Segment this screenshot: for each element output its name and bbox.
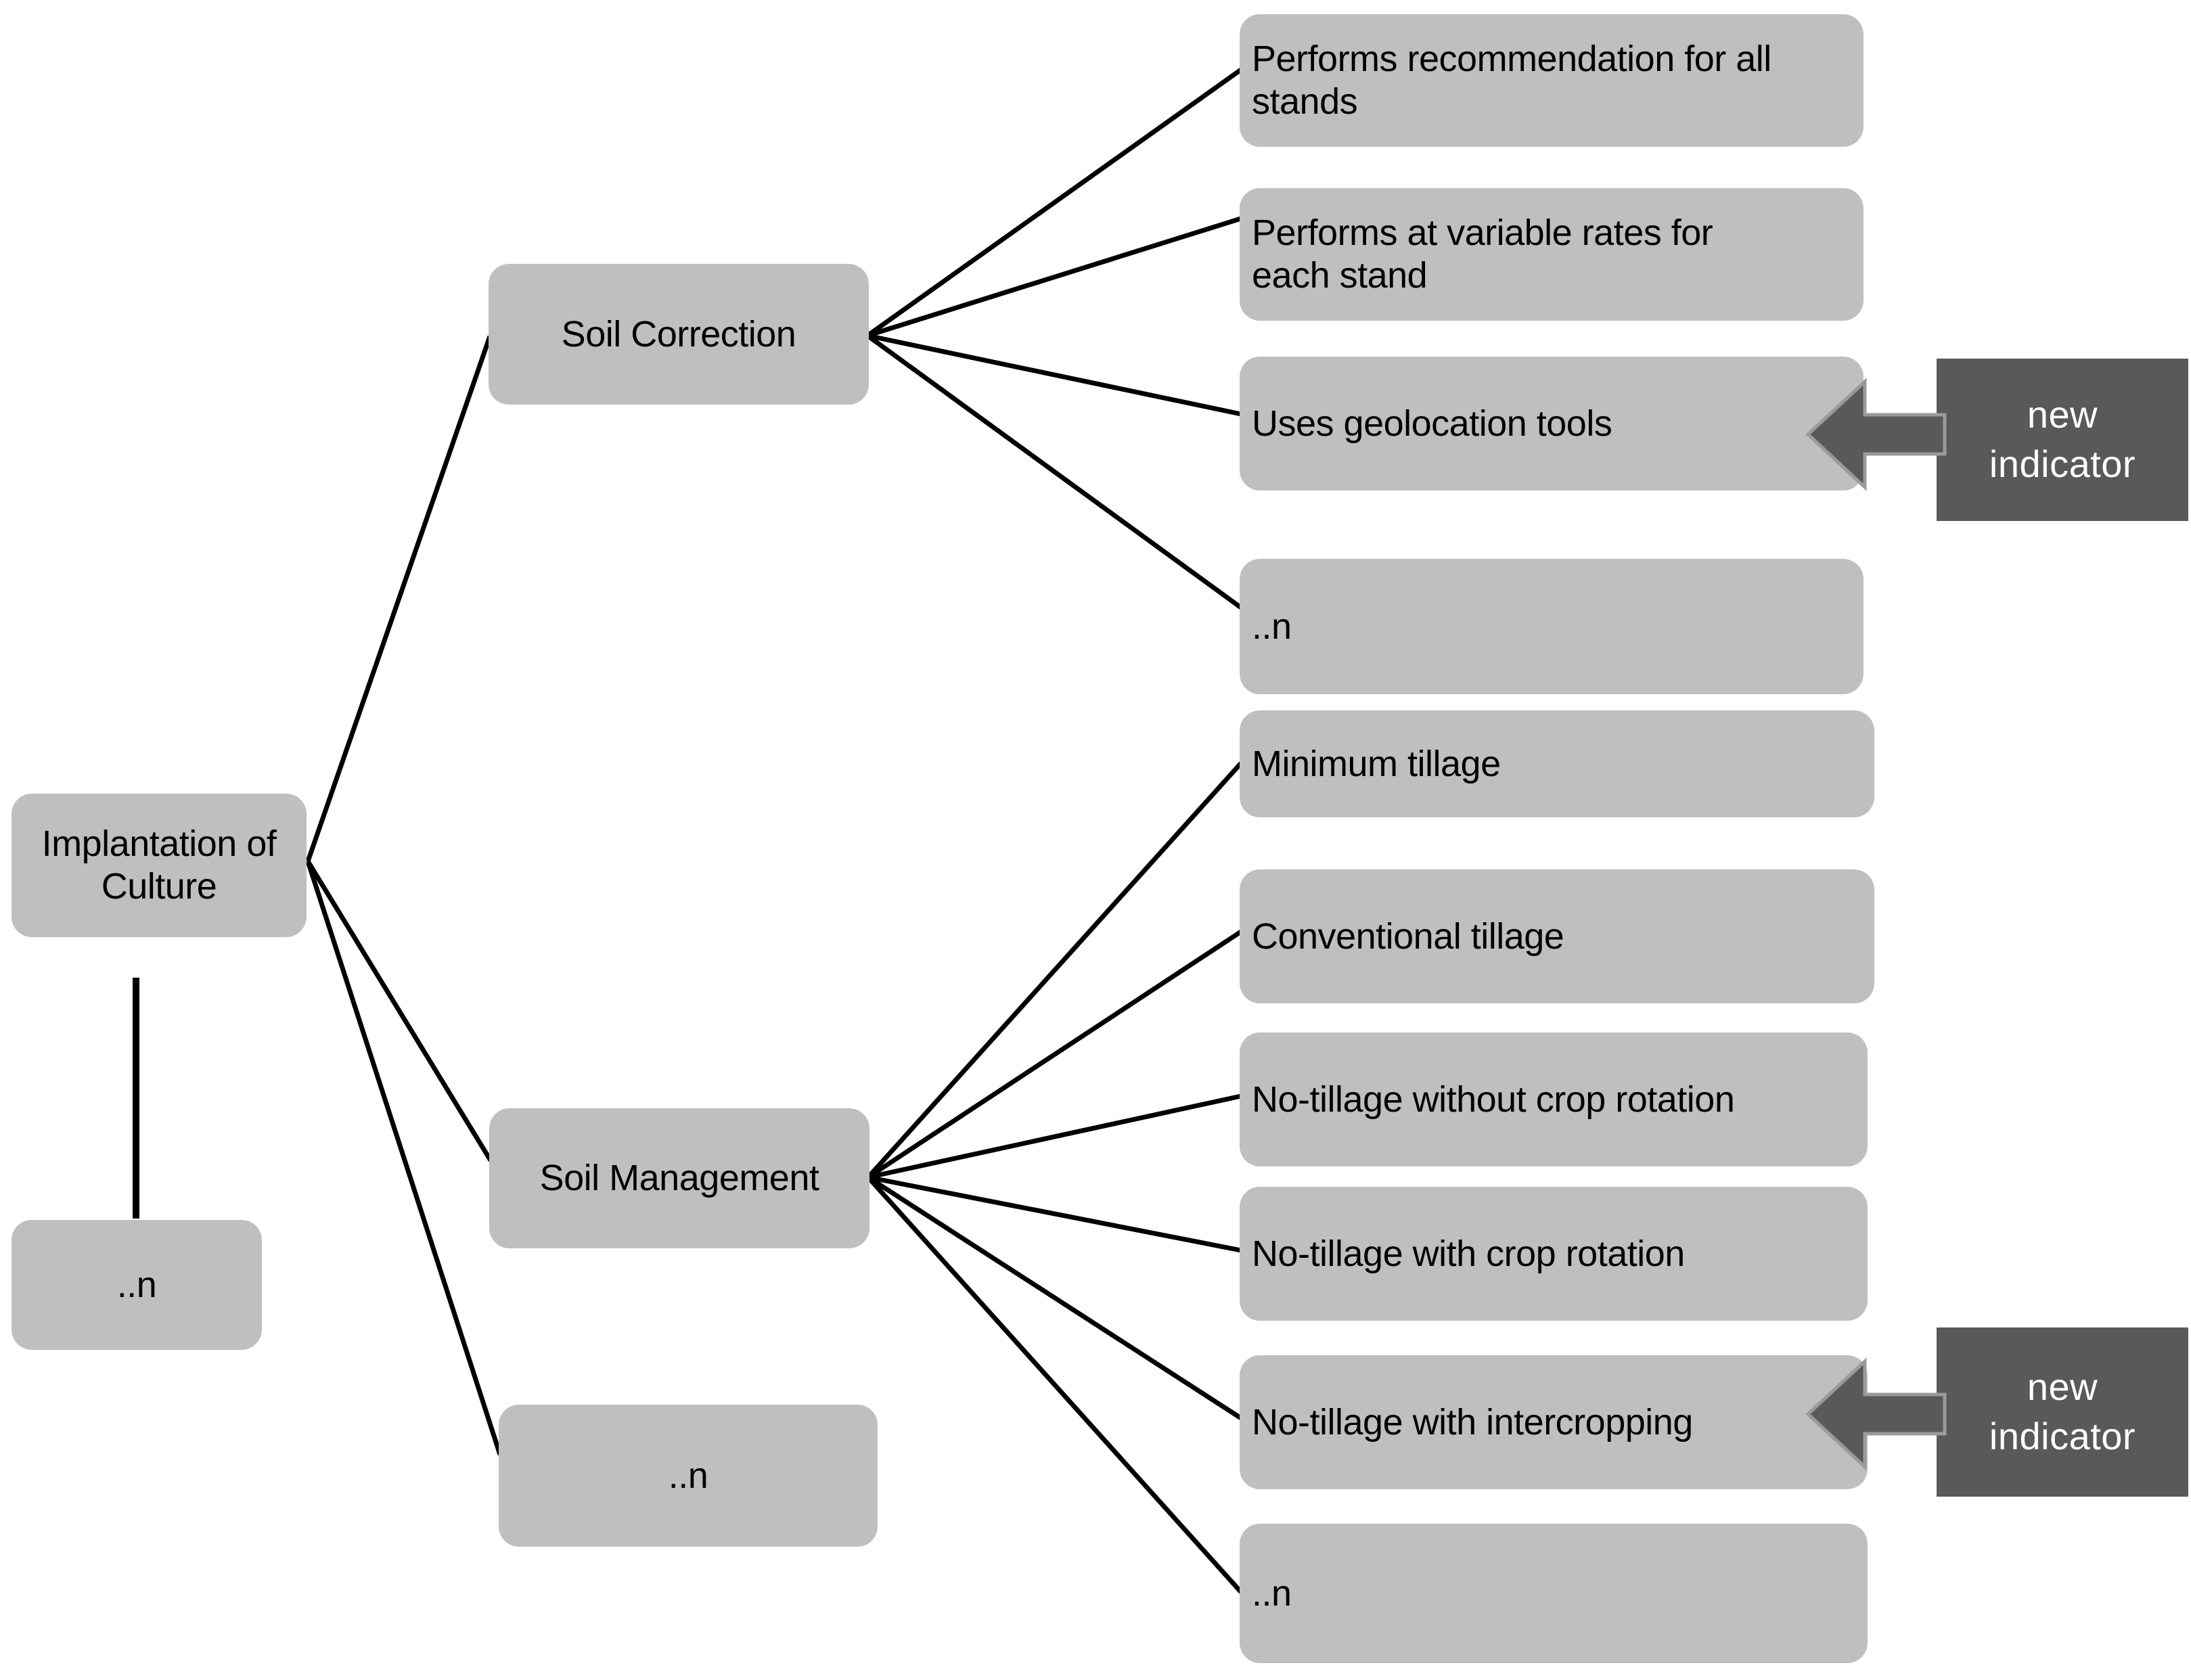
- node-minimum-tillage: Minimum tillage: [1240, 710, 1874, 817]
- callout-new-indicator-top-label: new indicator: [1989, 393, 2136, 485]
- node-uses-geolocation-tools: Uses geolocation tools: [1240, 357, 1864, 491]
- node-soil-correction: Soil Correction: [489, 264, 869, 405]
- node-uses-geolocation-tools-label: Uses geolocation tools: [1252, 403, 1612, 444]
- connector-line: [865, 334, 1243, 610]
- connector-line: [867, 1175, 1242, 1253]
- callout-new-indicator-top: new indicator: [1937, 359, 2188, 521]
- node-branch-more: ..n: [499, 1405, 878, 1547]
- connector-line: [866, 761, 1243, 1179]
- node-performs-recommendation-all-stands-label: Performs recommendation for all stands: [1252, 39, 1771, 122]
- callout-new-indicator-bottom-label: new indicator: [1989, 1365, 2136, 1457]
- node-conventional-tillage: Conventional tillage: [1240, 869, 1874, 1003]
- node-implantation-of-culture: Implantation of Culture: [12, 794, 307, 937]
- node-soil-correction-label: Soil Correction: [561, 313, 796, 355]
- node-implantation-more: ..n: [12, 1220, 262, 1350]
- node-soil-correction-more: ..n: [1240, 559, 1864, 694]
- connector-line: [866, 216, 1242, 338]
- node-minimum-tillage-label: Minimum tillage: [1252, 743, 1501, 784]
- connector-line: [867, 1175, 1242, 1420]
- node-conventional-tillage-label: Conventional tillage: [1252, 915, 1564, 957]
- node-performs-variable-rates: Performs at variable rates for each stan…: [1240, 188, 1864, 321]
- node-performs-variable-rates-label: Performs at variable rates for each stan…: [1252, 212, 1713, 296]
- connector-line: [306, 860, 493, 1162]
- node-no-tillage-with-crop-rotation-label: No-tillage with crop rotation: [1252, 1233, 1685, 1274]
- connector-line: [865, 68, 1243, 338]
- connector-line: [867, 1093, 1242, 1180]
- node-soil-management: Soil Management: [489, 1108, 869, 1248]
- new-indicator-arrow-bottom: [1805, 1357, 1947, 1471]
- node-implantation-more-label: ..n: [116, 1264, 157, 1305]
- connector-line: [866, 1175, 1243, 1594]
- callout-new-indicator-bottom: new indicator: [1937, 1327, 2188, 1497]
- node-no-tillage-without-crop-rotation-label: No-tillage without crop rotation: [1252, 1079, 1735, 1120]
- connector-line: [867, 930, 1242, 1179]
- node-soil-correction-more-label: ..n: [1252, 606, 1292, 647]
- new-indicator-arrow-top: [1805, 378, 1947, 491]
- node-no-tillage-with-crop-rotation: No-tillage with crop rotation: [1240, 1187, 1868, 1321]
- node-no-tillage-with-intercropping: No-tillage with intercropping: [1240, 1355, 1868, 1489]
- node-soil-management-more: ..n: [1240, 1524, 1868, 1663]
- connector-line: [305, 860, 503, 1456]
- connector-line: [305, 335, 493, 863]
- node-no-tillage-without-crop-rotation: No-tillage without crop rotation: [1240, 1032, 1868, 1166]
- node-implantation-of-culture-label: Implantation of Culture: [41, 823, 277, 907]
- node-branch-more-label: ..n: [668, 1455, 708, 1496]
- node-performs-recommendation-all-stands: Performs recommendation for all stands: [1240, 14, 1864, 147]
- connector-line: [867, 333, 1242, 417]
- node-soil-management-label: Soil Management: [539, 1158, 819, 1199]
- node-soil-management-more-label: ..n: [1252, 1572, 1292, 1614]
- node-no-tillage-with-intercropping-label: No-tillage with intercropping: [1252, 1401, 1693, 1443]
